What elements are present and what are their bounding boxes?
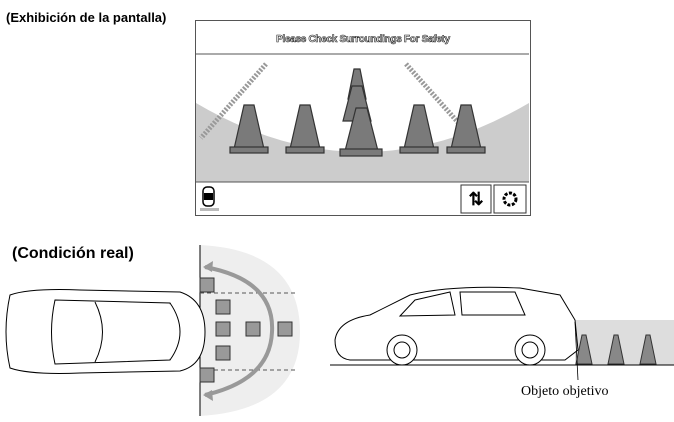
camera-screen: ⇅ Please Check Surroundings For Safety <box>195 20 531 216</box>
vehicle-top-view-icon <box>200 186 219 211</box>
guide-lines <box>199 62 474 140</box>
camera-view: ⇅ <box>196 53 529 214</box>
top-view-diagram <box>5 245 300 416</box>
top-view-car <box>5 289 206 374</box>
camera-switch-button[interactable]: ⇅ <box>460 184 492 214</box>
cones <box>229 68 486 157</box>
side-view-diagram <box>330 286 674 380</box>
settings-button[interactable] <box>493 184 527 214</box>
label-leader-line <box>574 321 579 380</box>
obstacles <box>199 277 293 383</box>
detection-area <box>575 320 674 365</box>
target-cones <box>575 334 657 365</box>
screen-display-heading: (Exhibición de la pantalla) <box>6 10 167 25</box>
real-condition-heading: (Condición real) <box>12 245 134 262</box>
safety-message: Please Check Surroundings For Safety <box>276 34 451 46</box>
camera-switch-icon: ⇅ <box>468 189 483 209</box>
detection-zone <box>196 103 529 182</box>
sweep-arrow <box>204 265 275 397</box>
target-object-label: Objeto objetivo <box>521 384 609 399</box>
gear-icon <box>502 191 518 207</box>
side-view-car <box>334 286 579 366</box>
